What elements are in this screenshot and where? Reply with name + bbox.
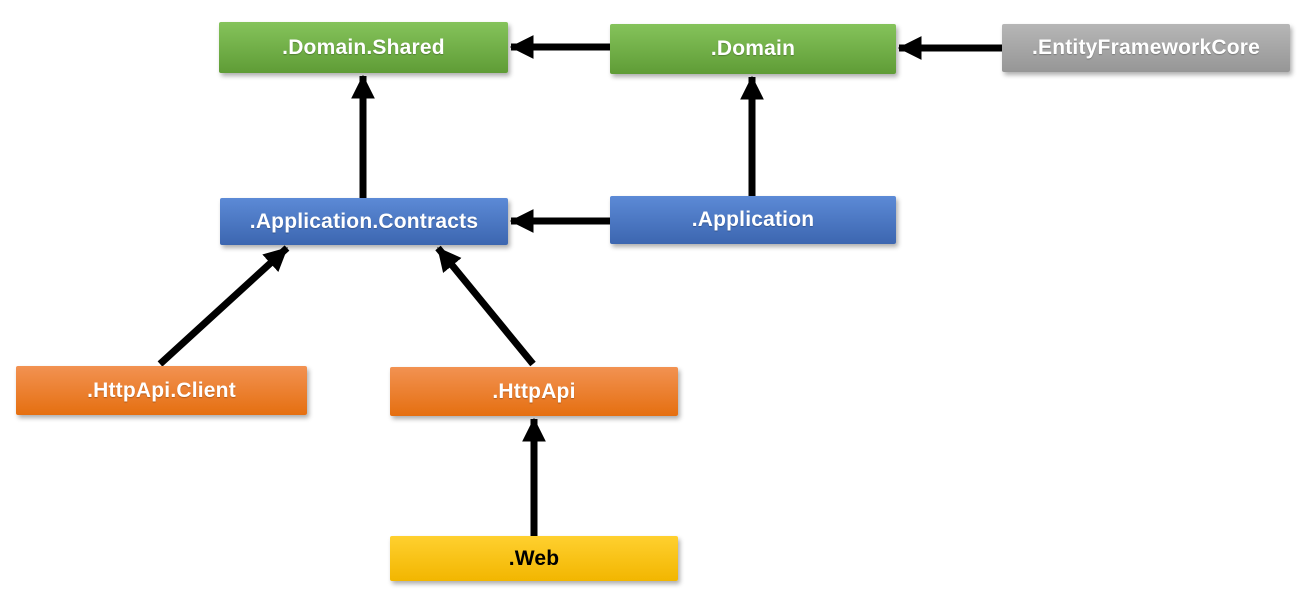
node-domain-shared: .Domain.Shared: [219, 22, 508, 73]
node-web-label: .Web: [508, 546, 560, 570]
node-application-contracts: .Application.Contracts: [220, 198, 508, 245]
node-httpapi: .HttpApi: [390, 367, 678, 416]
node-httpapi-label: .HttpApi: [492, 379, 576, 403]
node-entity-framework-core-label: .EntityFrameworkCore: [1031, 36, 1261, 59]
dependency-arrow-httpapi-client-to-application-contracts: [157, 245, 290, 367]
node-httpapi-client: .HttpApi.Client: [16, 366, 307, 415]
node-entity-framework-core: .EntityFrameworkCore: [1002, 24, 1290, 72]
node-domain-label: .Domain: [710, 37, 796, 60]
node-application: .Application: [610, 196, 896, 244]
dependency-arrow-httpapi-to-application-contracts: [435, 245, 536, 367]
node-domain-shared-label: .Domain.Shared: [282, 35, 445, 59]
node-web: .Web: [390, 536, 678, 581]
dependency-arrows: [157, 35, 1002, 536]
node-application-contracts-label: .Application.Contracts: [249, 209, 479, 233]
node-domain: .Domain: [610, 24, 896, 74]
node-application-label: .Application: [691, 208, 815, 231]
node-httpapi-client-label: .HttpApi.Client: [87, 378, 236, 402]
